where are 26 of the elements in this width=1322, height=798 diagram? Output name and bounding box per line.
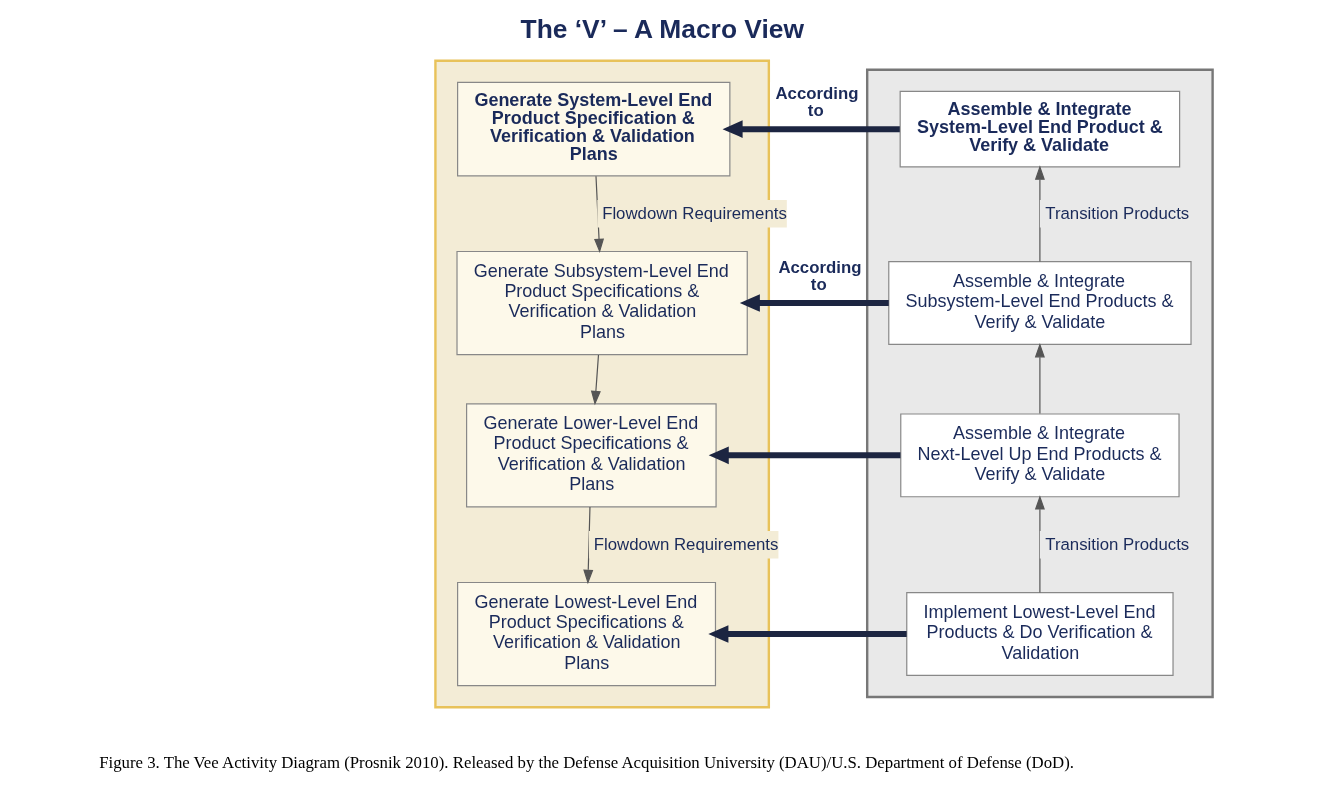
- arrow: [1034, 165, 1045, 263]
- node-box: Assemble & Integrate Next-Level Up End Products & Verify & Validate: [899, 413, 1180, 498]
- arrow: [707, 625, 907, 643]
- node-box: Assemble & Integrate Subsystem-Level End Products & Verify & Validate: [887, 261, 1192, 346]
- caption: Figure 3. The Vee Activity Diagram (Prosnik 2010). Released by the Defense Acquisition University (DAU)/U.S. Department of Defense (DoD).: [98, 753, 1074, 773]
- cluster: [865, 68, 1214, 699]
- arrow: [722, 120, 900, 138]
- node-box: Generate Lower-Level End Product Specifications & Verification & Validation Plans: [465, 403, 717, 508]
- node-box: Assemble & Integrate System-Level End Product & Verify & Validate: [899, 90, 1180, 168]
- node-box: Generate Subsystem-Level End Product Specifications & Verification & Validation Plans: [455, 250, 748, 356]
- arrow: [1034, 343, 1045, 415]
- arrow: [739, 294, 889, 312]
- node-box: Generate Lowest-Level End Product Specifications & Verification & Validation Plans: [456, 581, 716, 687]
- arrow: [708, 446, 900, 465]
- arrow: [582, 506, 593, 585]
- edge-label: Transition Products: [1044, 203, 1189, 223]
- edge-label: According to: [774, 84, 858, 121]
- arrow: [590, 354, 601, 406]
- arrow: [1034, 495, 1045, 594]
- edge-label: Transition Products: [1044, 534, 1189, 554]
- edge-label: According to: [777, 258, 861, 295]
- edge-label: Flowdown Requirements: [593, 534, 778, 554]
- diagram-title: The ‘V’ – A Macro View: [520, 13, 804, 44]
- node-box: Implement Lowest-Level End Products & Do Verification & Validation: [905, 592, 1174, 677]
- edge-label: Flowdown Requirements: [601, 203, 787, 223]
- node-box: Generate System-Level End Product Specification & Verification & Validation Plans: [456, 81, 730, 177]
